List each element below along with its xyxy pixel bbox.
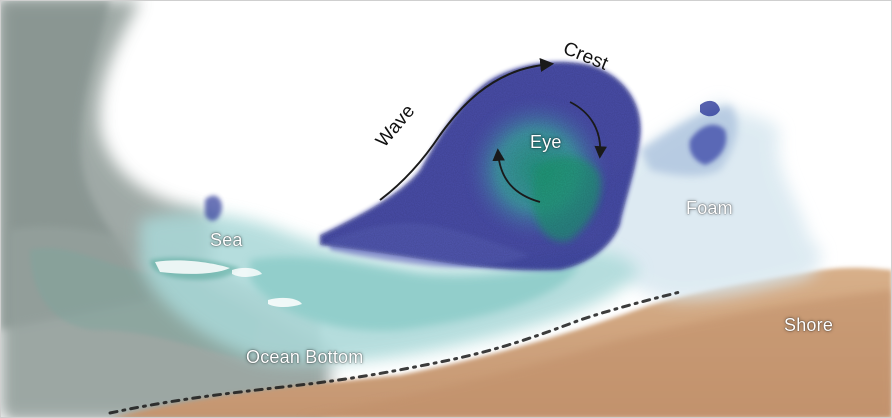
foam-label: Foam: [686, 198, 733, 219]
ocean-bottom-label: Ocean Bottom: [246, 347, 363, 368]
sea-label: Sea: [210, 230, 243, 251]
shore-label: Shore: [784, 315, 833, 336]
eye-label: Eye: [530, 132, 562, 153]
